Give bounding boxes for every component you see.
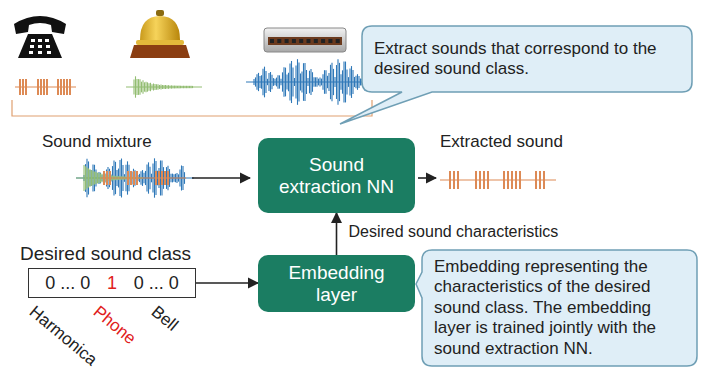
callout-bubble: Extract sounds that correspond to the de… — [362, 26, 692, 92]
class-label: Phone — [89, 302, 140, 349]
harmonica-hole — [285, 39, 289, 43]
mixture-waveform-harmonica — [76, 158, 194, 197]
harmonica-hole — [336, 39, 340, 43]
class-label: Harmonica — [25, 302, 101, 370]
bell-waveform — [126, 76, 202, 97]
waveform-label: Extracted sound — [440, 132, 563, 152]
harmonica-hole — [299, 39, 303, 43]
connector-label: Desired sound characteristics — [347, 223, 561, 241]
phone-waveform — [15, 79, 76, 95]
connector-arrow — [336, 213, 338, 255]
one-hot-vector: 0 ... 0 1 0 ... 0 — [28, 268, 196, 298]
phone-icon — [14, 16, 66, 58]
harmonica-hole — [314, 39, 318, 43]
node-text: Embedding representing the characteristi… — [434, 257, 685, 359]
callout-bubble: Embedding representing the characteristi… — [422, 250, 697, 366]
harmonica-icon — [264, 28, 346, 52]
mixture-waveform-phone — [100, 171, 186, 185]
input-label: Desired sound class — [20, 243, 191, 265]
harmonica-hole — [277, 39, 281, 43]
output-arrow — [418, 177, 436, 179]
harmonica-hole — [270, 39, 274, 43]
connector-arrow — [196, 282, 258, 284]
waveform-label: Sound mixture — [42, 132, 152, 152]
harmonica-hole — [321, 39, 325, 43]
process-box: Embedding layer — [258, 255, 415, 312]
node-text: Sound extraction NN — [268, 154, 405, 198]
extracted-waveform — [440, 171, 556, 189]
harmonica-hole — [292, 39, 296, 43]
vector-entry: 0 ... 0 — [134, 273, 179, 294]
bell-icon — [130, 10, 190, 58]
vector-entry: 1 — [107, 273, 117, 294]
process-box: Sound extraction NN — [258, 138, 415, 213]
harmonica-waveform — [246, 59, 379, 105]
node-text: Embedding layer — [268, 262, 405, 306]
harmonica-hole — [328, 39, 332, 43]
mixture-bracket — [12, 100, 372, 116]
vector-entry: 0 ... 0 — [45, 273, 90, 294]
class-label: Bell — [147, 302, 182, 336]
node-text: Extract sounds that correspond to the de… — [374, 39, 680, 80]
input-arrow — [192, 177, 250, 179]
harmonica-hole — [307, 39, 311, 43]
